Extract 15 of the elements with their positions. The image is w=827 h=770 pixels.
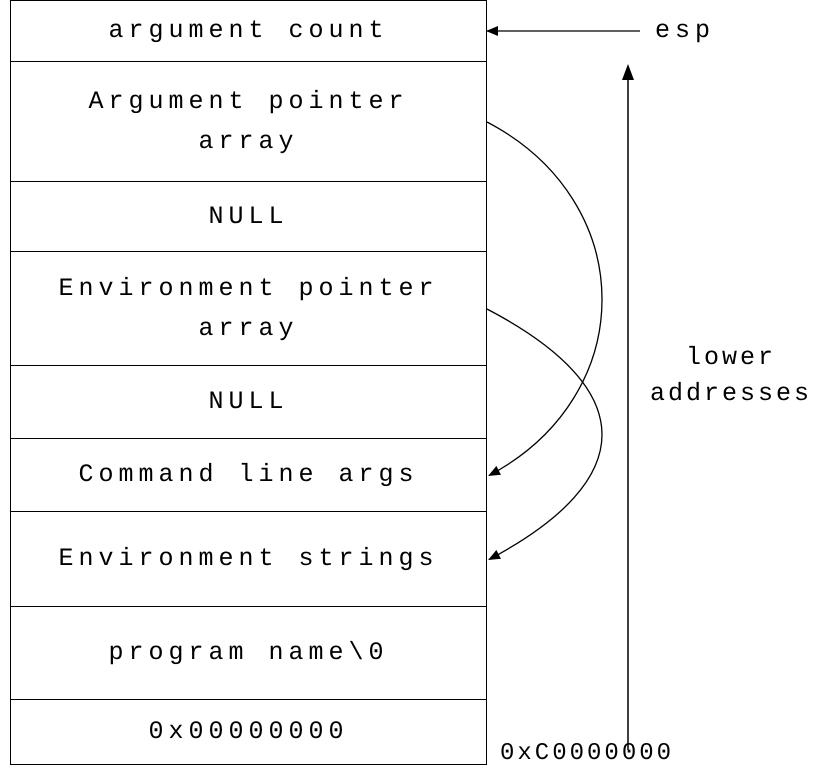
address-label: 0xC0000000	[500, 740, 674, 768]
stack-cell: Environment pointer array	[10, 251, 487, 366]
direction-label: lower addresses	[648, 342, 814, 410]
stack-cell: NULL	[10, 365, 487, 439]
stack-cell: Argument pointer array	[10, 61, 487, 182]
stack-cell: program name\0	[10, 606, 487, 700]
arrow	[486, 26, 640, 36]
arrow	[486, 121, 602, 476]
arrow	[486, 308, 602, 560]
stack-cell: 0x00000000	[10, 699, 487, 765]
stack-cell: argument count	[10, 0, 487, 62]
register-label: esp	[640, 12, 730, 50]
stack-cell: Command line args	[10, 438, 487, 512]
stack-cell: NULL	[10, 181, 487, 252]
stack-cell: Environment strings	[10, 511, 487, 607]
